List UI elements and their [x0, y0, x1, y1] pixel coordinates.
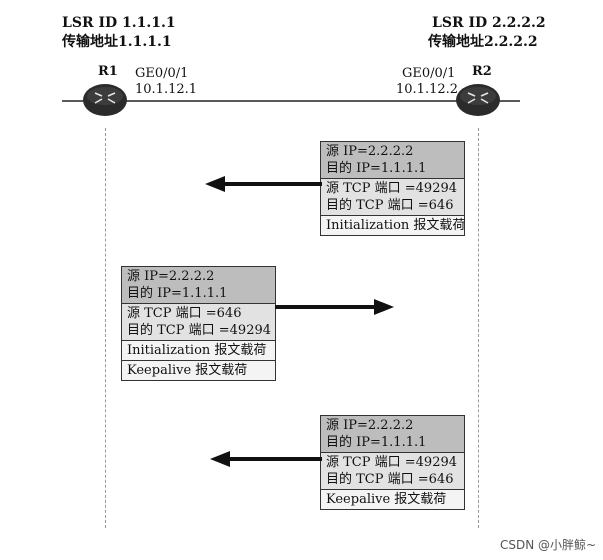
packet-1-tcp-header: 源 TCP 端口 =49294 目的 TCP 端口 =646	[321, 179, 464, 216]
packet-2-arrow-right	[275, 299, 394, 315]
r2-timeline	[478, 128, 479, 528]
packet-1-src-port: 源 TCP 端口 =49294	[326, 181, 458, 196]
r1-interface: GE0/0/1	[135, 66, 189, 81]
packet-2: 源 IP=2.2.2.2 目的 IP=1.1.1.1 源 TCP 端口 =646…	[121, 266, 276, 381]
packet-1-ip-header: 源 IP=2.2.2.2 目的 IP=1.1.1.1	[321, 142, 464, 179]
packet-1-arrow-left	[205, 176, 322, 192]
packet-1-dst-ip: 目的 IP=1.1.1.1	[326, 161, 427, 176]
packet-3-dst-port: 目的 TCP 端口 =646	[326, 472, 454, 487]
packet-3-tcp-header: 源 TCP 端口 =49294 目的 TCP 端口 =646	[321, 453, 464, 490]
r2-transport-address: 传输地址2.2.2.2	[428, 34, 538, 50]
packet-2-tcp-header: 源 TCP 端口 =646 目的 TCP 端口 =49294	[122, 304, 275, 341]
packet-2-src-port: 源 TCP 端口 =646	[127, 306, 242, 321]
packet-2-ip-header: 源 IP=2.2.2.2 目的 IP=1.1.1.1	[122, 267, 275, 304]
r1-router-icon	[83, 84, 127, 116]
r2-ip: 10.1.12.2	[396, 82, 459, 97]
packet-2-dst-ip: 目的 IP=1.1.1.1	[127, 286, 228, 301]
packet-3-arrow-left	[210, 451, 322, 467]
packet-1-dst-port: 目的 TCP 端口 =646	[326, 198, 454, 213]
packet-2-src-ip: 源 IP=2.2.2.2	[127, 269, 215, 284]
packet-1: 源 IP=2.2.2.2 目的 IP=1.1.1.1 源 TCP 端口 =492…	[320, 141, 465, 236]
packet-2-dst-port: 目的 TCP 端口 =49294	[127, 323, 272, 338]
r1-timeline	[105, 128, 106, 528]
packet-3-src-ip: 源 IP=2.2.2.2	[326, 418, 414, 433]
r1-lsr-id: LSR ID 1.1.1.1	[62, 15, 176, 31]
packet-3-payload: Keepalive 报文载荷	[321, 490, 464, 509]
r2-router-icon	[456, 84, 500, 116]
topology-link	[62, 100, 520, 102]
r1-transport-address: 传输地址1.1.1.1	[62, 34, 172, 50]
packet-3-ip-header: 源 IP=2.2.2.2 目的 IP=1.1.1.1	[321, 416, 464, 453]
packet-3-dst-ip: 目的 IP=1.1.1.1	[326, 435, 427, 450]
packet-3-src-port: 源 TCP 端口 =49294	[326, 455, 458, 470]
packet-3: 源 IP=2.2.2.2 目的 IP=1.1.1.1 源 TCP 端口 =492…	[320, 415, 465, 510]
r1-name: R1	[98, 64, 118, 79]
r2-interface: GE0/0/1	[402, 66, 456, 81]
r2-name: R2	[472, 64, 492, 79]
csdn-watermark: CSDN @小胖鲸~	[500, 538, 597, 552]
packet-1-payload: Initialization 报文载荷	[321, 216, 465, 235]
packet-1-src-ip: 源 IP=2.2.2.2	[326, 144, 414, 159]
r1-ip: 10.1.12.1	[135, 82, 198, 97]
r2-lsr-id: LSR ID 2.2.2.2	[432, 15, 546, 31]
packet-2-payload-keepalive: Keepalive 报文载荷	[122, 361, 275, 380]
packet-2-payload-initialization: Initialization 报文载荷	[122, 341, 275, 361]
